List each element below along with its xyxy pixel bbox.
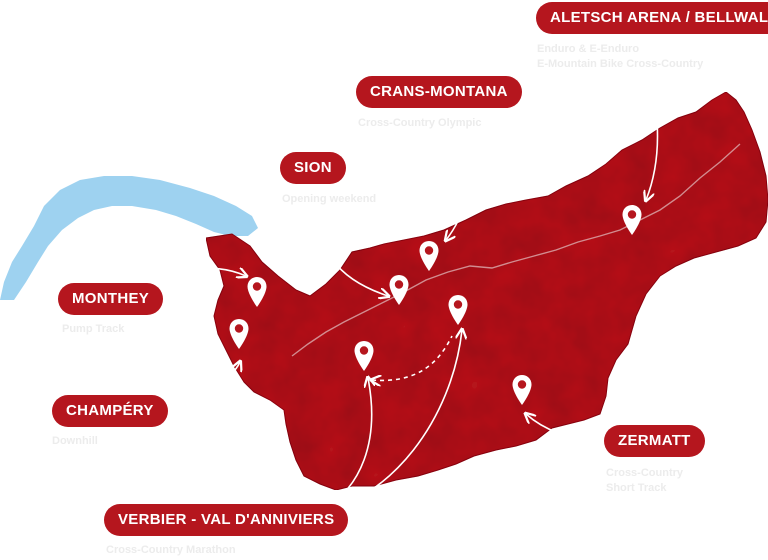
aletsch-arrow [646, 79, 659, 200]
crans-arrow [446, 131, 479, 240]
champery-marker-icon[interactable] [228, 318, 250, 350]
champery-label[interactable]: CHAMPÉRY [52, 395, 168, 427]
monthey-subtitle: Pump Track [62, 323, 125, 335]
verbier-subtitle: Cross-Country Marathon [106, 544, 236, 556]
sion-marker-icon[interactable] [388, 274, 410, 306]
crans-marker-icon[interactable] [418, 240, 440, 272]
rhone-valley-line [291, 143, 741, 357]
aletsch-marker-icon[interactable] [621, 204, 643, 236]
anniviers-marker-icon[interactable] [447, 294, 469, 326]
zermatt-arrow [526, 414, 599, 441]
verbier-marker-icon[interactable] [353, 340, 375, 372]
verbier-anniviers-link [372, 335, 453, 380]
zermatt-subtitle: Cross-Country Short Track [606, 467, 684, 494]
monthey-marker-icon[interactable] [246, 276, 268, 308]
champery-subtitle: Downhill [52, 435, 98, 447]
sion-arrow [317, 205, 388, 296]
verbier-label[interactable]: VERBIER - VAL D'ANNIVIERS [104, 504, 349, 536]
monthey-label[interactable]: MONTHEY [58, 283, 164, 315]
sion-label[interactable]: SION [280, 152, 346, 184]
zermatt-marker-icon[interactable] [511, 374, 533, 406]
lake-geneva [0, 176, 258, 300]
crans-montana-label[interactable]: CRANS-MONTANA [356, 76, 522, 108]
crans-montana-subtitle: Cross-Country Olympic [358, 117, 482, 129]
anniviers-arrow [317, 330, 462, 513]
valais-region [205, 91, 768, 491]
verbier-arrow [317, 378, 372, 513]
aletsch-subtitle: Enduro & E-Enduro E-Mountain Bike Cross-… [537, 43, 704, 70]
zermatt-label[interactable]: ZERMATT [604, 425, 705, 457]
sion-subtitle: Opening weekend [282, 193, 377, 205]
aletsch-label[interactable]: ALETSCH ARENA / BELLWALD [536, 2, 768, 34]
